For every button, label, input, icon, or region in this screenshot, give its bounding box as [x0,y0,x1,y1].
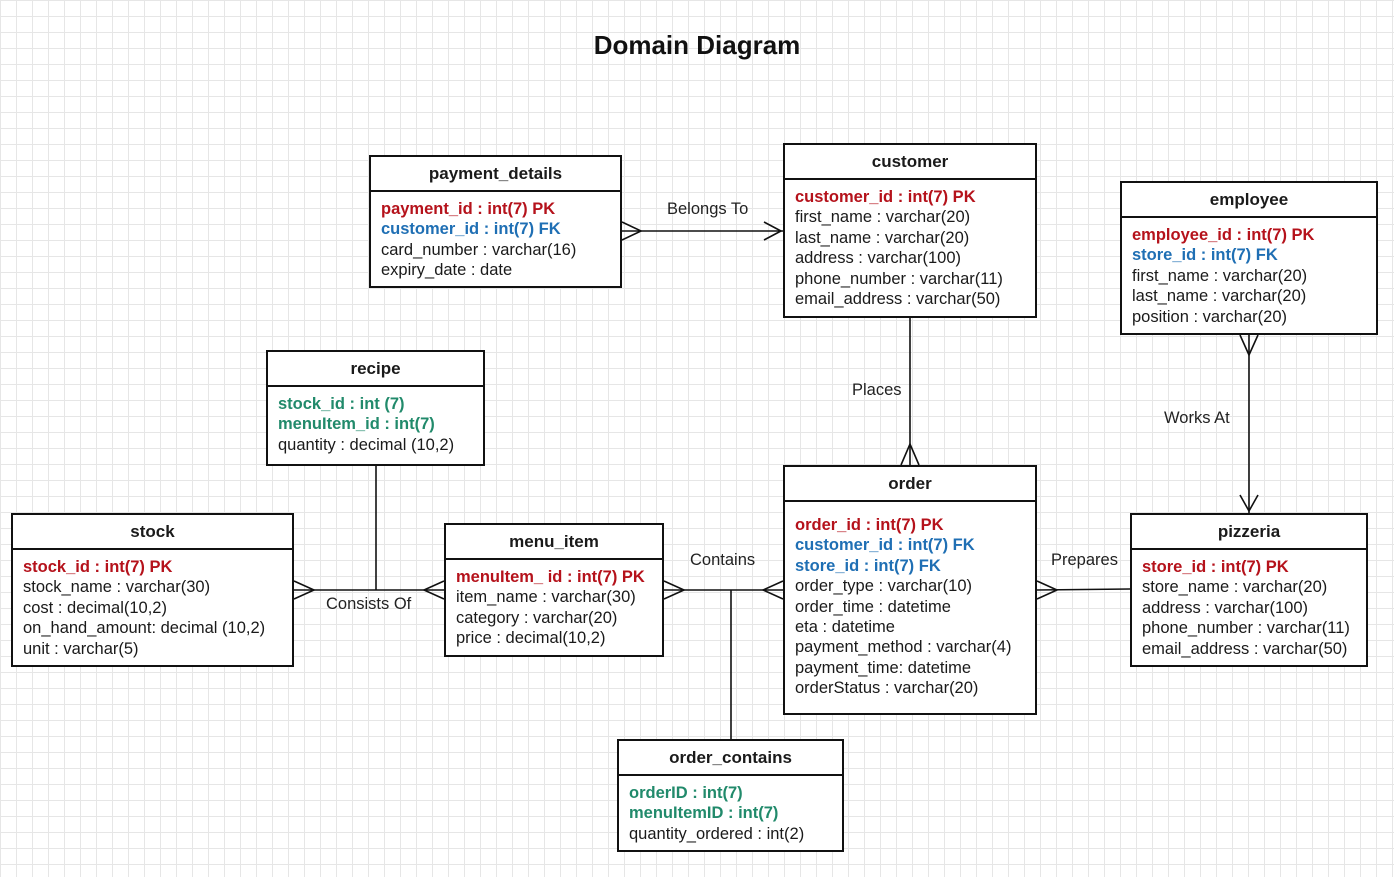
places-label: Places [852,381,902,399]
crowsfoot-order-many [900,441,920,466]
belongs-to-label: Belongs To [667,200,749,218]
crowsfoot-menuitem-contains [663,580,686,600]
entity-fields: customer_id : int(7) PK first_name : varc… [785,180,1035,309]
composite-key-field: menuItem_id : int(7) [278,415,435,434]
entity-order[interactable]: order order_id : int(7) PK customer_id : i… [783,465,1037,715]
entity-customer[interactable]: customer customer_id : int(7) PK first_nam… [783,143,1037,318]
attribute-field: phone_number : varchar(11) [1142,619,1350,638]
entity-name: payment_details [371,157,620,192]
entity-name: stock [13,515,292,550]
attribute-field: last_name : varchar(20) [795,228,970,247]
attribute-field: payment_time: datetime [795,658,972,677]
attribute-field: first_name : varchar(20) [1132,266,1308,285]
attribute-field: item_name : varchar(30) [456,588,636,607]
crowsfoot-order-contains [761,580,784,600]
entity-payment-details[interactable]: payment_details payment_id : int(7) PK cus… [369,155,622,288]
attribute-field: on_hand_amount: decimal (10,2) [23,619,266,638]
entity-order-contains[interactable]: order_contains orderID : int(7) menuItemID… [617,739,844,852]
entity-name: customer [785,145,1035,180]
entity-pizzeria[interactable]: pizzeria store_id : int(7) PK store_name :… [1130,513,1368,667]
crowsfoot-menuitem-many [422,580,445,600]
entity-name: employee [1122,183,1376,218]
entity-name: recipe [268,352,483,387]
entity-fields: stock_id : int(7) PK stock_name : varchar… [13,550,292,659]
entity-name: menu_item [446,525,662,560]
attribute-field: position : varchar(20) [1132,307,1287,326]
attribute-field: eta : datetime [795,618,895,637]
attribute-field: email_address : varchar(50) [1142,639,1348,658]
attribute-field: expiry_date : date [381,261,513,280]
consists-of-label: Consists Of [326,595,412,613]
entity-fields: menuItem_ id : int(7) PK item_name : varc… [446,560,662,649]
primary-key-field: customer_id : int(7) PK [795,188,976,206]
entity-fields: store_id : int(7) PK store_name : varchar… [1132,550,1366,659]
primary-key-field: menuItem_ id : int(7) PK [456,568,645,586]
crowsfoot-payment-many [621,221,643,241]
attribute-field: stock_name : varchar(30) [23,578,211,597]
attribute-field: unit : varchar(5) [23,639,139,658]
crowsfoot-stock-many [293,580,316,600]
attribute-field: last_name : varchar(20) [1132,287,1307,306]
entity-name: pizzeria [1132,515,1366,550]
arrow-pizzeria-end [1239,494,1259,513]
crowsfoot-employee-many [1239,334,1259,357]
attribute-field: address : varchar(100) [795,249,961,268]
attribute-field: category : varchar(20) [456,608,618,627]
attribute-field: order_type : varchar(10) [795,577,972,596]
attribute-field: payment_method : varchar(4) [795,638,1012,657]
attribute-field: price : decimal(10,2) [456,629,606,648]
foreign-key-field: customer_id : int(7) FK [795,536,975,555]
crowsfoot-order-prepares [1036,580,1059,600]
entity-fields: order_id : int(7) PK customer_id : int(7)… [785,502,1035,699]
foreign-key-field: store_id : int(7) FK [1132,246,1278,265]
diagram-title: Domain Diagram [593,30,801,60]
attribute-field: address : varchar(100) [1142,598,1308,617]
foreign-key-field: customer_id : int(7) FK [381,220,561,239]
attribute-field: cost : decimal(10,2) [23,598,167,617]
primary-key-field: stock_id : int(7) PK [23,558,173,576]
arrow-customer-end [763,221,783,241]
composite-key-field: menuItemID : int(7) [629,804,779,823]
entity-fields: stock_id : int (7) menuItem_id : int(7)qu… [268,387,483,455]
primary-key-field: payment_id : int(7) PK [381,200,556,218]
works-at-label: Works At [1164,409,1230,427]
attribute-field: quantity : decimal (10,2) [278,435,455,454]
entity-stock[interactable]: stock stock_id : int(7) PK stock_name : va… [11,513,294,667]
entity-name: order [785,467,1035,502]
primary-key-field: order_id : int(7) PK [795,516,944,534]
entity-fields: employee_id : int(7) PK store_id : int(7)… [1122,218,1376,327]
attribute-field: email_address : varchar(50) [795,290,1001,309]
prepares-line [1036,588,1131,591]
foreign-key-field: store_id : int(7) FK [795,556,941,575]
attribute-field: phone_number : varchar(11) [795,269,1003,288]
entity-fields: payment_id : int(7) PK customer_id : int(… [371,192,620,281]
composite-key-field: orderID : int(7) [629,784,743,802]
entity-recipe[interactable]: recipe stock_id : int (7) menuItem_id : in… [266,350,485,466]
entity-fields: orderID : int(7) menuItemID : int(7)quant… [619,776,842,844]
attribute-field: store_name : varchar(20) [1142,578,1328,597]
entity-name: order_contains [619,741,842,776]
primary-key-field: store_id : int(7) PK [1142,558,1289,576]
attribute-field: orderStatus : varchar(20) [795,679,979,698]
primary-key-field: employee_id : int(7) PK [1132,226,1315,244]
composite-key-field: stock_id : int (7) [278,395,405,413]
contains-label: Contains [690,551,756,569]
attribute-field: order_time : datetime [795,597,951,616]
attribute-field: quantity_ordered : int(2) [629,824,805,843]
prepares-label: Prepares [1051,551,1118,569]
attribute-field: card_number : varchar(16) [381,240,577,259]
entity-menu-item[interactable]: menu_item menuItem_ id : int(7) PK item_na… [444,523,664,657]
entity-employee[interactable]: employee employee_id : int(7) PK store_id … [1120,181,1378,335]
attribute-field: first_name : varchar(20) [795,208,971,227]
